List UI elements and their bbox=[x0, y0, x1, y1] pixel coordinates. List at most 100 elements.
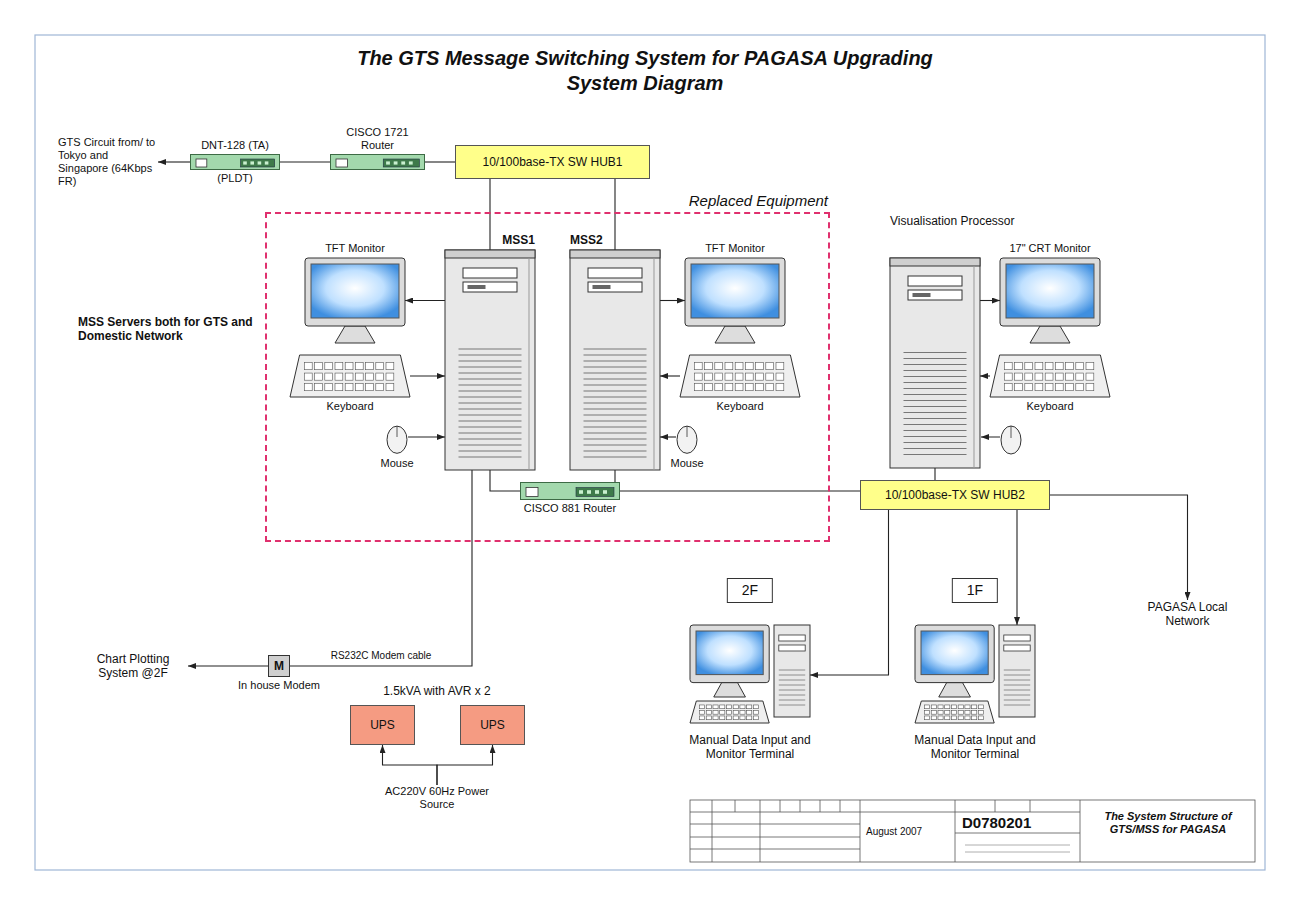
icon-part bbox=[735, 384, 743, 391]
monitor-symbol bbox=[1000, 258, 1100, 343]
connector-line bbox=[489, 179, 490, 250]
icon-part bbox=[766, 384, 774, 391]
icon-part bbox=[584, 433, 647, 434]
note-label: D0780201 bbox=[962, 814, 1031, 832]
icon-part bbox=[459, 385, 522, 386]
icon-part bbox=[459, 361, 522, 362]
icon-part bbox=[325, 373, 333, 380]
text-node: AC220V 60Hz Power Source bbox=[382, 785, 492, 811]
icon-part bbox=[945, 705, 950, 709]
icon-part bbox=[726, 710, 731, 714]
icon-part bbox=[386, 373, 394, 380]
node-text: MSS2 bbox=[570, 233, 603, 247]
node-text: PAGASA Local Network bbox=[1135, 600, 1240, 628]
node-text: Chart Plotting System @2F bbox=[78, 652, 188, 680]
icon-part bbox=[1035, 363, 1043, 370]
icon-part bbox=[958, 705, 963, 709]
connector-line bbox=[383, 745, 438, 785]
icon-part bbox=[904, 376, 967, 377]
node-text: AC220V 60Hz Power Source bbox=[382, 785, 492, 811]
icon-part bbox=[584, 379, 647, 380]
icon-part bbox=[654, 258, 655, 470]
box-node: 10/100base-TX SW HUB2 bbox=[860, 480, 1050, 510]
icon-part bbox=[376, 363, 384, 370]
icon-part bbox=[397, 426, 398, 437]
icon-part bbox=[700, 710, 705, 714]
icon-part bbox=[529, 258, 530, 470]
icon-part bbox=[951, 710, 956, 714]
keyboard-node: Keyboard bbox=[680, 355, 800, 397]
node-text: M bbox=[274, 659, 284, 673]
icon-part bbox=[584, 361, 647, 362]
note-label: 1.5kVA with AVR x 2 bbox=[347, 684, 527, 698]
icon-part bbox=[595, 490, 599, 494]
icon-part bbox=[1004, 690, 1030, 691]
monitor-node: TFT Monitor bbox=[685, 258, 785, 343]
icon-part bbox=[1030, 326, 1070, 343]
icon-part bbox=[355, 363, 363, 370]
icon-part bbox=[459, 445, 522, 446]
node-text: Mouse bbox=[380, 457, 413, 470]
icon-part bbox=[915, 625, 994, 683]
icon-part bbox=[904, 436, 967, 437]
connector-line bbox=[620, 490, 860, 491]
edge-label: RS232C Modem cable bbox=[329, 650, 434, 661]
icon-part bbox=[1000, 258, 1100, 326]
icon-part bbox=[715, 326, 755, 343]
icon-part bbox=[747, 710, 752, 714]
icon-part bbox=[700, 705, 705, 709]
icon-part bbox=[1066, 363, 1074, 370]
icon-part bbox=[401, 161, 405, 164]
connector-line bbox=[1050, 495, 1188, 600]
server-symbol bbox=[570, 250, 660, 470]
icon-part bbox=[1025, 363, 1033, 370]
router-symbol bbox=[331, 155, 426, 171]
icon-part bbox=[584, 367, 647, 368]
keyboard-symbol bbox=[680, 355, 800, 397]
icon-part bbox=[990, 355, 1110, 397]
icon-part bbox=[1015, 363, 1023, 370]
diagram-title: The GTS Message Switching System for PAG… bbox=[345, 46, 945, 96]
icon-part bbox=[745, 373, 753, 380]
connector-line bbox=[1016, 510, 1017, 625]
icon-part bbox=[394, 161, 398, 164]
icon-part bbox=[459, 409, 522, 410]
icon-part bbox=[720, 716, 725, 720]
icon-part bbox=[735, 363, 743, 370]
icon-part bbox=[1076, 384, 1084, 391]
icon-part bbox=[1015, 373, 1023, 380]
floor-label: 1F bbox=[952, 578, 998, 603]
icon-part bbox=[584, 415, 647, 416]
connector-line bbox=[614, 470, 615, 482]
icon-part bbox=[387, 426, 407, 453]
icon-part bbox=[904, 382, 967, 383]
icon-part bbox=[725, 373, 733, 380]
icon-part bbox=[1004, 695, 1030, 696]
icon-part bbox=[706, 710, 711, 714]
icon-part bbox=[386, 384, 394, 391]
icon-part bbox=[978, 705, 983, 709]
node-text: CISCO 1721 Router bbox=[343, 126, 413, 152]
icon-part bbox=[705, 384, 713, 391]
icon-part bbox=[747, 716, 752, 720]
icon-part bbox=[753, 710, 758, 714]
server-node: MSS1 bbox=[445, 250, 535, 470]
icon-part bbox=[921, 631, 988, 675]
icon-part bbox=[386, 363, 394, 370]
icon-part bbox=[691, 264, 779, 318]
icon-part bbox=[766, 363, 774, 370]
icon-part bbox=[1004, 700, 1030, 701]
icon-part bbox=[459, 391, 522, 392]
icon-part bbox=[931, 705, 936, 709]
router-node: CISCO 881 Router bbox=[520, 482, 620, 500]
icon-part bbox=[733, 705, 738, 709]
icon-part bbox=[726, 716, 731, 720]
icon-part bbox=[584, 439, 647, 440]
icon-part bbox=[776, 363, 784, 370]
icon-part bbox=[1006, 264, 1094, 318]
mouse-node: Mouse bbox=[386, 420, 408, 454]
icon-part bbox=[1076, 363, 1084, 370]
icon-part bbox=[958, 710, 963, 714]
icon-part bbox=[904, 448, 967, 449]
icon-part bbox=[584, 445, 647, 446]
